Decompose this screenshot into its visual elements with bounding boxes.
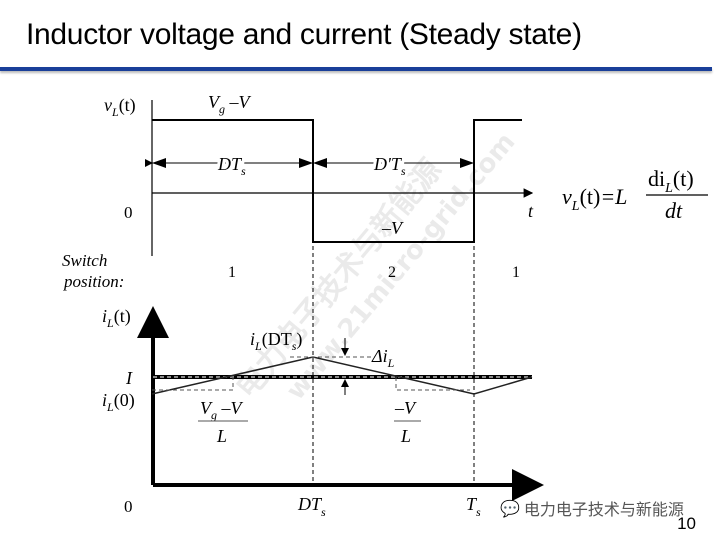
svg-text:L: L (400, 426, 411, 446)
zero-label-bottom: 0 (124, 497, 133, 516)
current-plot: iL(t) I iL(0) iL(DTs) ΔiL Vg –V L –V L 0… (102, 306, 544, 519)
svg-text:电力电子技术与新能源: 电力电子技术与新能源 (229, 153, 449, 405)
slope-rising: Vg –V L (198, 398, 248, 446)
ripple-label: ΔiL (371, 346, 395, 370)
title-underline (0, 67, 712, 71)
page-number: 10 (677, 514, 696, 533)
peak-current-label: iL(DTs) (250, 329, 302, 353)
svg-text:Vg –V: Vg –V (200, 398, 244, 422)
brand-footer: 💬 电力电子技术与新能源 (500, 496, 684, 520)
dts-tick-label: DTs (297, 494, 326, 519)
inductor-equation: vL(t)=L diL(t) dt (562, 166, 708, 223)
t-label: t (528, 201, 534, 221)
voltage-waveform (152, 119, 522, 243)
switch-position: Switch position: 1 2 1 (62, 251, 520, 291)
il0-label: iL(0) (102, 390, 135, 414)
brand-name: 电力电子技术与新能源 (523, 500, 684, 519)
ts-tick-label: Ts (466, 494, 481, 519)
svg-text:2: 2 (388, 264, 396, 281)
svg-text:Switch: Switch (62, 251, 107, 270)
watermark: 电力电子技术与新能源 www.21micro-grid.com (229, 127, 521, 406)
dts-label: DTs (217, 154, 246, 178)
svg-text:diL(t): diL(t) (648, 166, 694, 196)
vg-minus-v-label: Vg –V (208, 92, 252, 116)
current-waveform (151, 356, 533, 395)
svg-text:–V: –V (394, 398, 417, 418)
minus-v-label: –V (381, 218, 404, 238)
zero-label-top: 0 (124, 203, 133, 222)
svg-text:1: 1 (228, 264, 236, 281)
slide-title: Inductor voltage and current (Steady sta… (26, 18, 582, 51)
average-current-label: I (125, 368, 133, 388)
svg-text:dt: dt (665, 198, 683, 223)
vl-label: vL(t) (104, 95, 136, 119)
svg-text:L: L (216, 426, 227, 446)
svg-text:vL(t)=L: vL(t)=L (562, 184, 627, 214)
dprime-ts-label: D'Ts (373, 154, 406, 178)
voltage-plot: vL(t) Vg –V DTs D'Ts –V 0 t (104, 92, 534, 256)
il-label: iL(t) (102, 306, 131, 330)
svg-text:position:: position: (63, 272, 124, 291)
svg-text:1: 1 (512, 264, 520, 281)
wechat-icon: 💬 (500, 498, 520, 518)
slope-falling: –V L (394, 398, 421, 446)
